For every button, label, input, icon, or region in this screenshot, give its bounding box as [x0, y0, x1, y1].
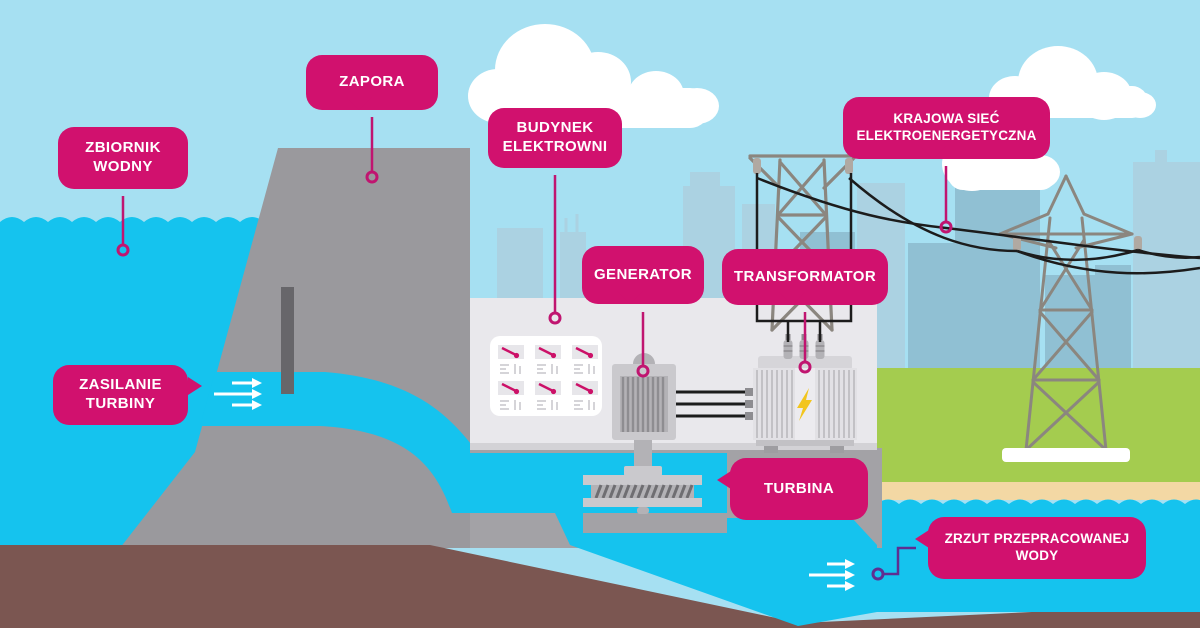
generator-output-wires: [676, 390, 751, 418]
dam-gate: [281, 287, 294, 394]
cloud-top-right: [989, 46, 1156, 120]
label-pointers: [116, 117, 953, 378]
pylon-base-plate: [1002, 448, 1130, 462]
label-zbiornik-wodny: ZBIORNIK WODNY: [58, 127, 188, 189]
grass: [877, 368, 1200, 498]
flow-arrows-intake: [214, 378, 262, 410]
label-generator: GENERATOR: [582, 246, 704, 304]
pylon-far-insulators: [1013, 236, 1142, 251]
outflow-connector: [871, 546, 916, 581]
label-zasilanie-turbiny: ZASILANIE TURBINY: [53, 365, 188, 425]
label-tail: [529, 155, 555, 168]
label-tail: [617, 291, 643, 304]
label-tail: [779, 292, 805, 305]
label-zrzut-wody: ZRZUT PRZEPRACOWANEJ WODY: [928, 517, 1146, 579]
pylon-near-insulators: [753, 158, 853, 174]
dam: [120, 148, 470, 548]
generator-machine: [612, 353, 676, 476]
wire-terminals: [745, 388, 753, 420]
label-tail: [915, 530, 929, 548]
turbine-shaft: [634, 440, 652, 468]
lightning-bolt-icon: [797, 388, 812, 421]
label-budynek-elektrowni: BUDYNEK ELEKTROWNI: [488, 108, 622, 168]
label-tail: [920, 146, 946, 159]
control-panel: [490, 336, 602, 416]
label-turbina: TURBINA: [730, 458, 868, 520]
flow-arrows-outflow: [809, 559, 855, 591]
label-tail: [97, 176, 123, 189]
powerhouse-floor-edge: [470, 443, 877, 450]
turbine-machine: [583, 475, 702, 514]
sand-strip: [877, 482, 1200, 500]
draft-tube-floor: [583, 513, 727, 533]
transformer-machine: [753, 334, 857, 453]
power-lines: [755, 173, 1200, 342]
label-tail: [188, 377, 202, 395]
label-tail: [346, 97, 372, 110]
label-transformator: TRANSFORMATOR: [722, 249, 888, 305]
ground: [0, 545, 1200, 628]
penstock-water: [200, 372, 480, 513]
outflow-water: [555, 513, 877, 626]
label-zapora: ZAPORA: [306, 55, 438, 110]
label-tail: [717, 471, 731, 489]
label-krajowa-siec: KRAJOWA SIEĆ ELEKTROENERGETYCZNA: [843, 97, 1050, 159]
